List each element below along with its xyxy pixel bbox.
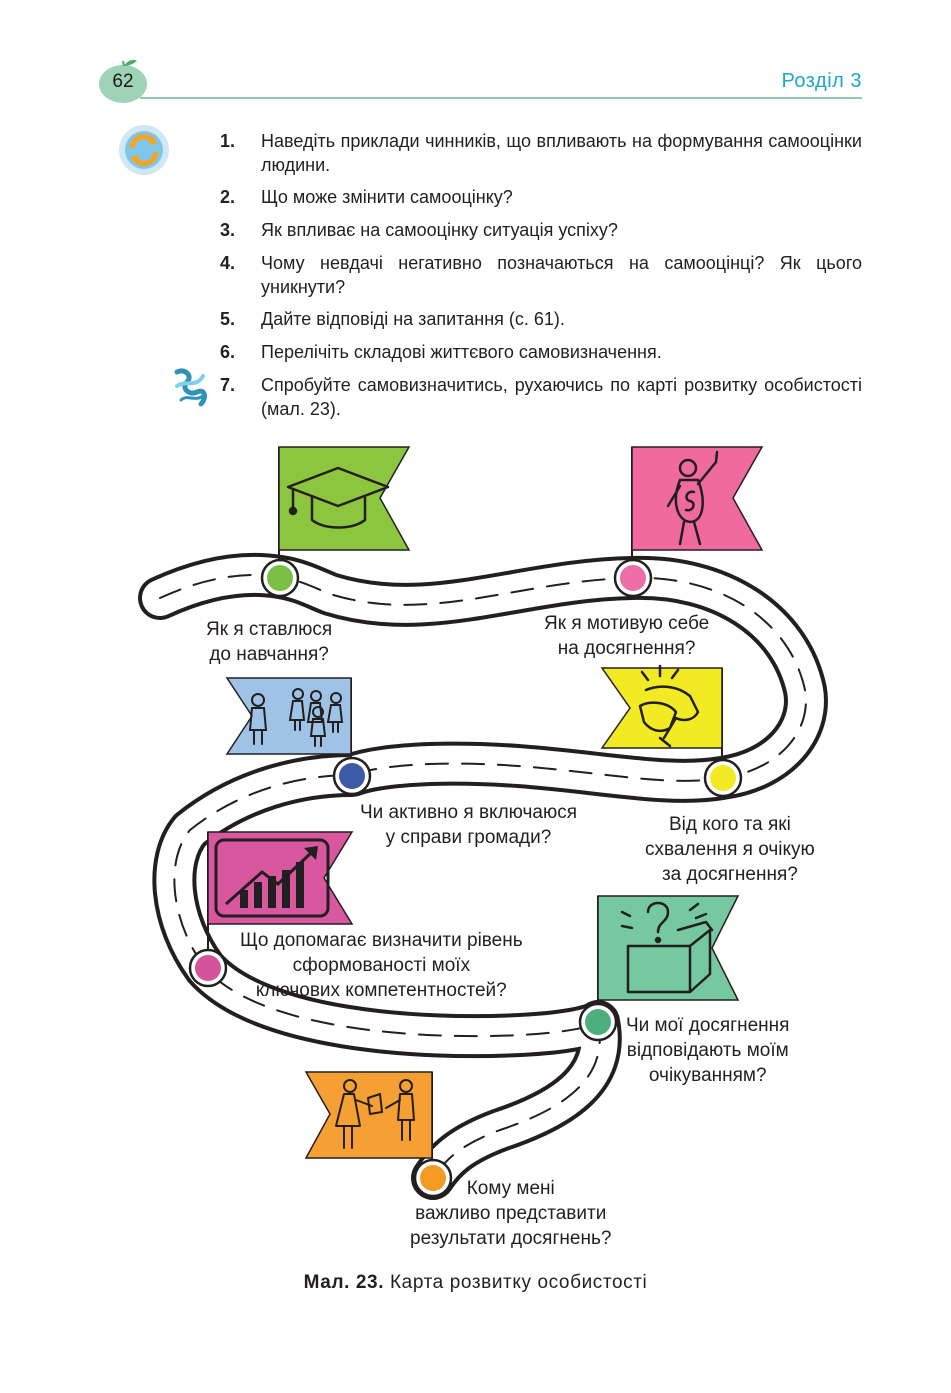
road: [138, 552, 828, 1200]
flag: [225, 677, 352, 755]
question-text: Чому невдачі негативно позначаються на с…: [261, 253, 862, 297]
question-text: Як впливає на самооцінку ситуація успіху…: [261, 220, 618, 240]
stop-3-label: Від кого та які схвалення я очікую за до…: [645, 812, 815, 887]
growth-chart-icon: [214, 838, 330, 918]
label-line: Як я ставлюся: [206, 619, 333, 640]
label-line: Кому мені: [466, 1178, 555, 1199]
map-stop-7: [304, 1071, 453, 1198]
question-1: 1. Наведіть приклади чинників, що вплива…: [220, 129, 862, 177]
label-line: важливо представити: [415, 1203, 607, 1224]
stop-5-label: Що допомагає визначити рівень сформовано…: [240, 928, 523, 1003]
question-text: Що може змінити самооцінку?: [261, 187, 513, 207]
flag: [207, 831, 354, 925]
map-stop-1: [260, 446, 411, 598]
question-box-icon: [620, 901, 714, 994]
label-line: Чи мої досягнення: [626, 1015, 790, 1036]
question-5: 5. Дайте відповіді на запитання (с. 61).: [220, 307, 862, 331]
review-arrows-icon: [119, 125, 169, 175]
question-number: 3.: [220, 220, 236, 240]
question-7: 7. Спробуйте самовизначитись, рухаючись …: [220, 373, 862, 421]
question-3: 3. Як впливає на самооцінку ситуація усп…: [220, 218, 862, 242]
apple-icon: [99, 59, 147, 103]
superhero-person-icon: [666, 450, 719, 546]
question-text: Дайте відповіді на запитання (с. 61).: [261, 309, 565, 329]
page-number-badge: 62: [98, 58, 150, 104]
label-line: у справи громади?: [385, 827, 552, 848]
stop-7-label: Кому мені важливо представити результати…: [410, 1176, 611, 1251]
presenting-people-icon: [335, 1079, 415, 1149]
section-title: Розділ 3: [781, 70, 862, 92]
map-stop-3: [600, 664, 743, 798]
label-line: Що допомагає визначити рівень: [240, 930, 523, 951]
stop-4-label: Чи активно я включаюся у справи громади?: [360, 800, 577, 850]
map-stop-5: [188, 831, 354, 988]
caption-label: Мал. 23.: [303, 1272, 385, 1293]
flag: [631, 446, 764, 551]
header-divider: [140, 97, 862, 99]
clapping-hands-icon: [638, 664, 700, 748]
figure-caption: Мал. 23. Карта розвитку особистості: [0, 1272, 951, 1294]
graduation-cap-icon: [286, 466, 390, 529]
puzzle-knot-icon: [174, 368, 207, 407]
label-line: сформованості моїх: [292, 955, 471, 976]
question-text: Спробуйте самовизначитись, рухаючись по …: [261, 375, 862, 419]
label-line: за досягнення?: [661, 864, 798, 885]
label-line: Чи активно я включаюся: [360, 802, 578, 823]
label-line: до навчання?: [209, 644, 329, 665]
question-text: Наведіть приклади чинників, що впливають…: [261, 131, 862, 175]
question-4: 4. Чому невдачі негативно позначаються н…: [220, 251, 862, 299]
label-line: відповідають моїм: [626, 1040, 789, 1061]
page-number: 62: [112, 71, 134, 92]
label-line: результати досягнень?: [410, 1228, 612, 1249]
stop-1-label: Як я ставлюся до навчання?: [206, 617, 332, 667]
question-number: 4.: [220, 253, 236, 273]
flag: [278, 446, 411, 551]
stop-6-label: Чи мої досягнення відповідають моїм очік…: [626, 1013, 789, 1088]
label-line: на досягнення?: [557, 638, 696, 659]
flag: [600, 667, 723, 749]
question-6: 6. Перелічіть складові життєвого самовиз…: [220, 340, 862, 364]
label-line: схвалення я очікую: [645, 839, 815, 860]
question-text: Перелічіть складові життєвого самовизнач…: [261, 342, 662, 362]
label-line: ключових компетентностей?: [255, 980, 507, 1001]
question-number: 7.: [220, 375, 236, 395]
question-number: 6.: [220, 342, 236, 362]
caption-text: Карта розвитку особистості: [389, 1272, 648, 1293]
label-line: Як я мотивую себе: [544, 613, 710, 634]
label-line: очікуванням?: [648, 1065, 767, 1086]
stop-2-label: Як я мотивую себе на досягнення?: [544, 611, 709, 661]
label-line: Від кого та які: [668, 814, 791, 835]
question-number: 5.: [220, 309, 236, 329]
map-stop-2: [613, 446, 764, 598]
map-stop-6: [578, 895, 740, 1042]
question-number: 2.: [220, 187, 236, 207]
question-2: 2. Що може змінити самооцінку?: [220, 185, 862, 209]
community-people-icon: [248, 688, 344, 747]
map-stop-4: [225, 677, 372, 796]
question-number: 1.: [220, 131, 236, 151]
development-map: [138, 446, 828, 1200]
